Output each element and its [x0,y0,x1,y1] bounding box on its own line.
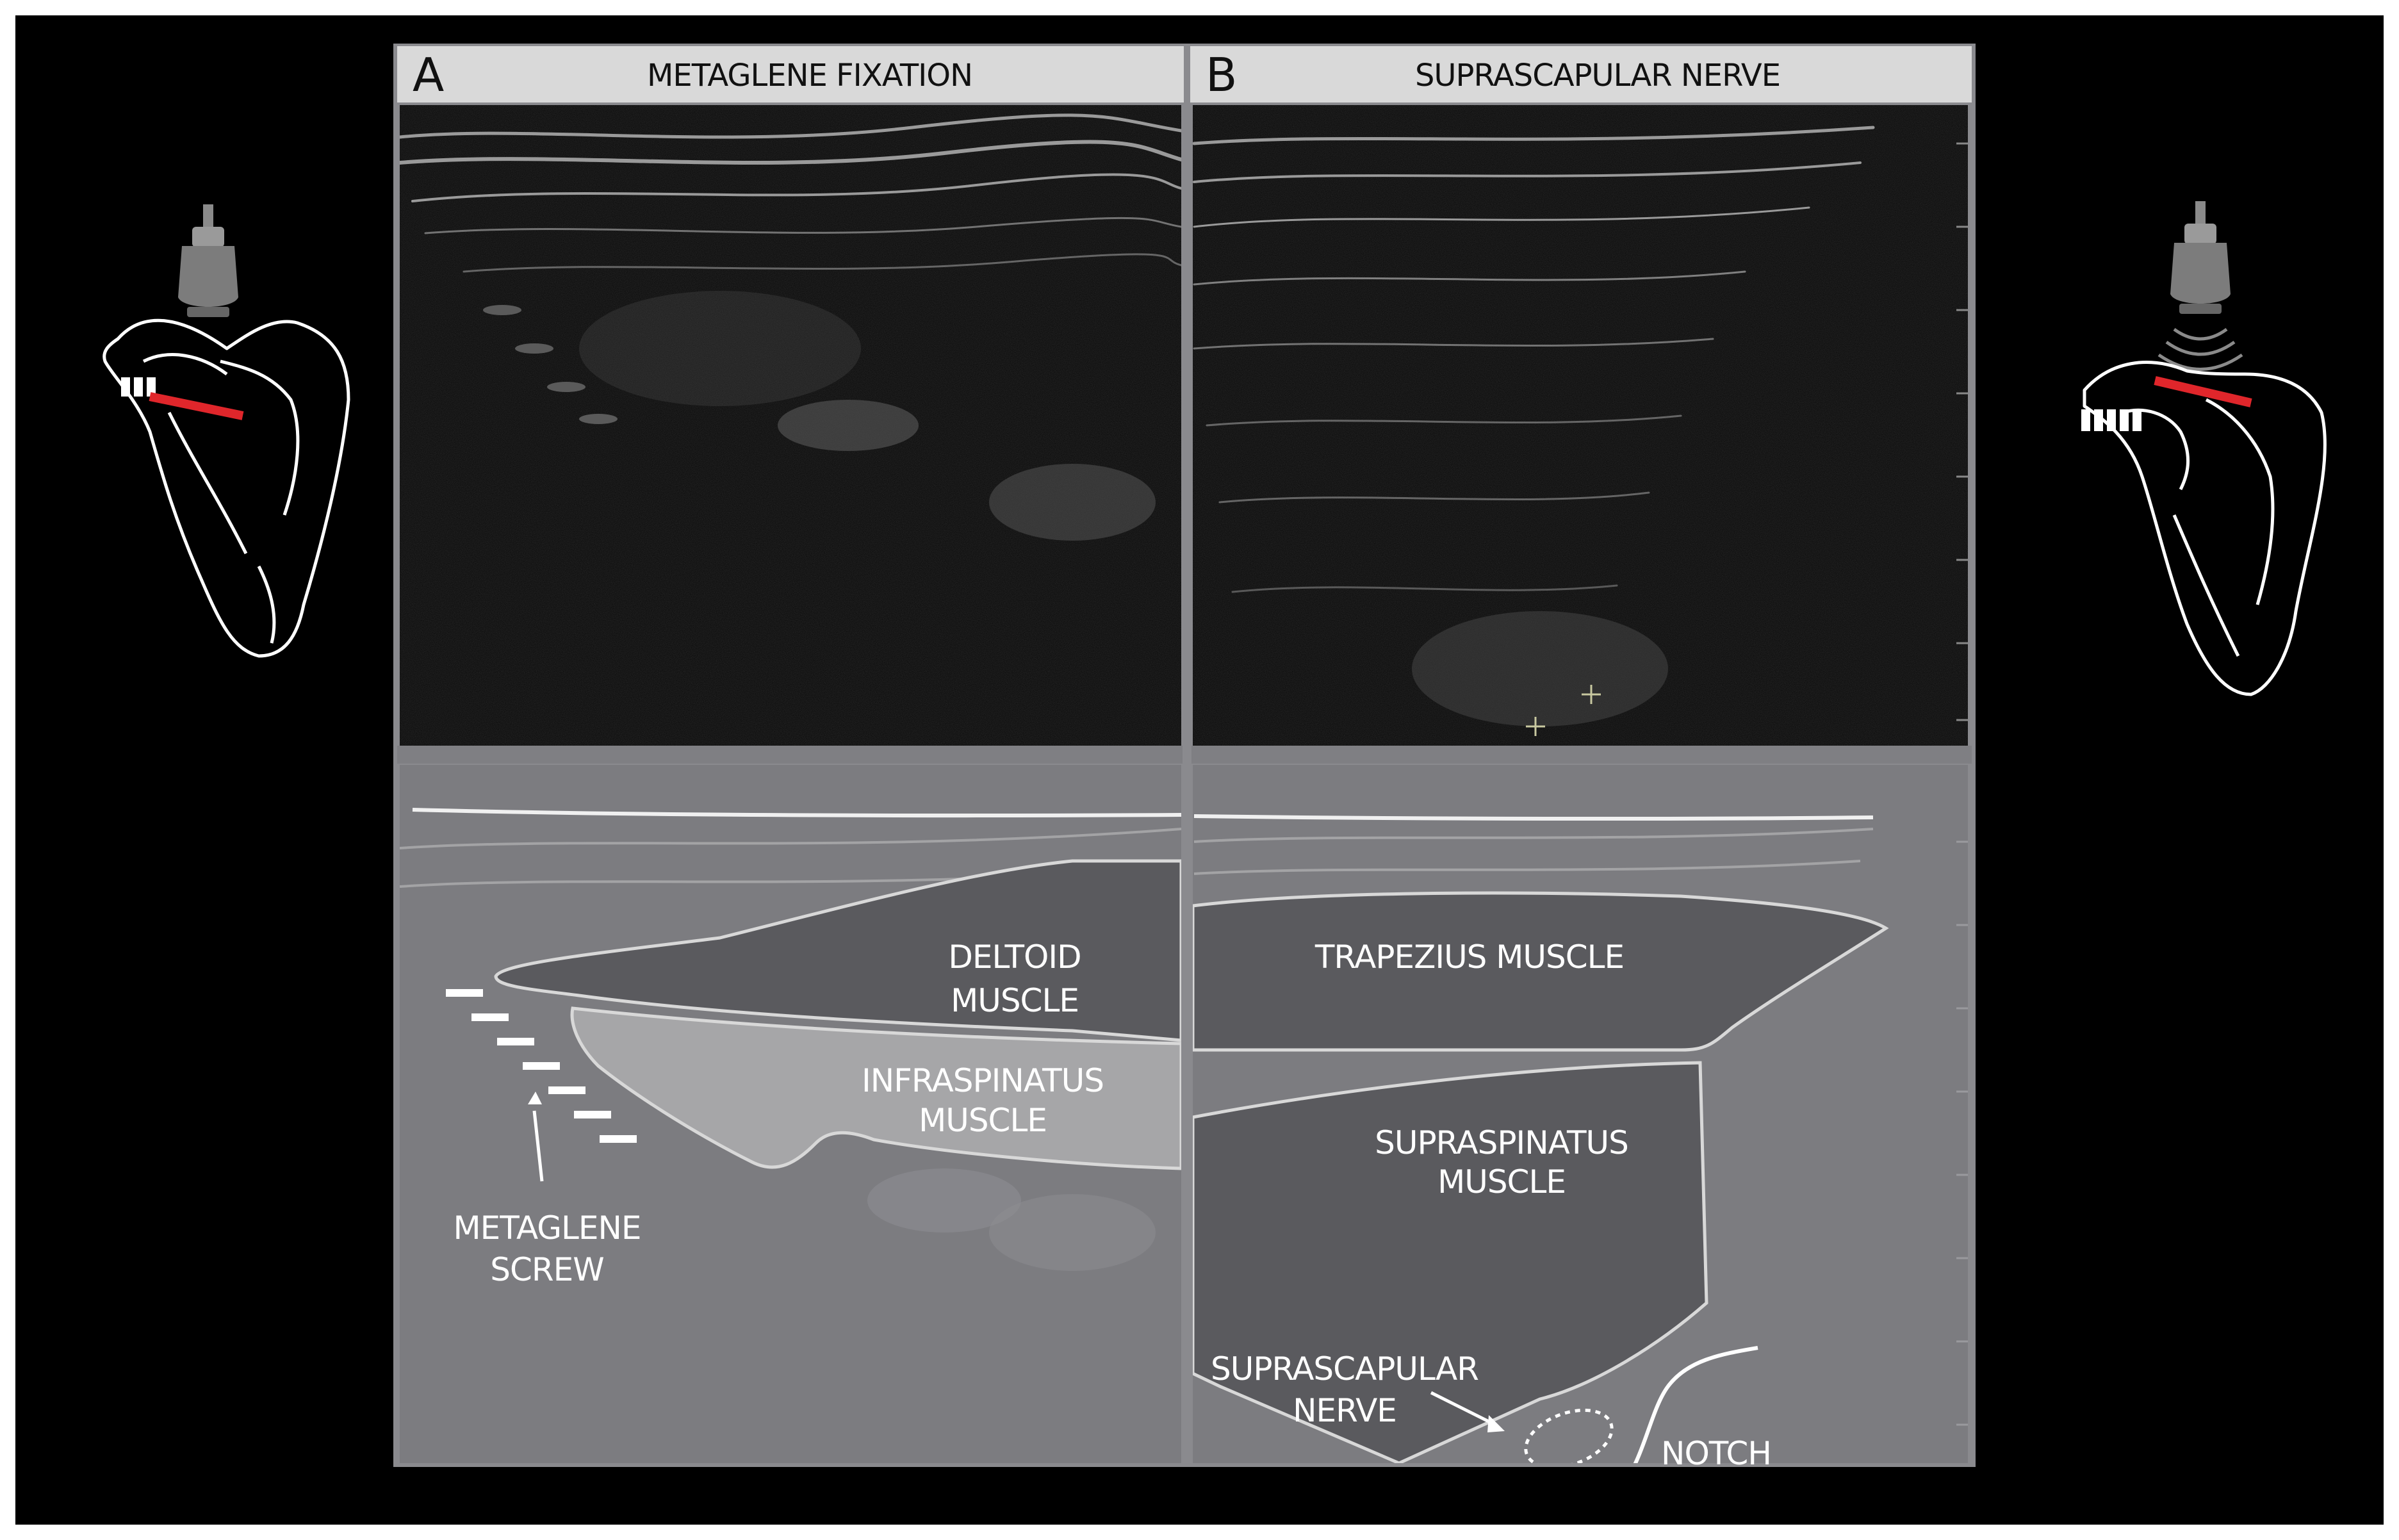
annotated-image-a [400,765,1181,1463]
scapula-illustration-right [2081,201,2327,696]
panel-letter-b: B [1206,48,1237,102]
header-bar-b [1190,46,1972,102]
scapula-illustration-left [102,204,350,658]
panel-title-a: METAGLENE FIXATION [647,58,972,94]
annotated-image-b [1193,765,1968,1463]
screw-arrow [528,1092,544,1182]
label-screw-1: METAGLENE [454,1209,641,1247]
label-nerve-1: SUPRASCAPULAR [1211,1350,1478,1388]
scapular-notch-line [1633,1346,1758,1463]
label-deltoid-1: DELTOID [948,938,1081,976]
label-supraspinatus-1: SUPRASPINATUS [1375,1124,1628,1161]
ultrasound-probe-left-icon [178,204,238,317]
header-bar-a [397,46,1184,102]
label-deltoid-2: MUSCLE [951,982,1079,1019]
label-supraspinatus-2: MUSCLE [1437,1163,1566,1200]
ultrasound-probe-right-icon [2157,201,2243,371]
label-trapezius: TRAPEZIUS MUSCLE [1314,938,1624,976]
probe-position-line-left [149,392,244,420]
label-screw-2: SCREW [490,1251,603,1288]
label-infraspinatus-1: INFRASPINATUS [862,1062,1104,1099]
label-nerve-2: NERVE [1293,1392,1396,1429]
figure-canvas: A METAGLENE FIXATION B SUPRASCAPULAR NER… [102,44,2327,1472]
panel-letter-a: A [413,48,444,102]
probe-position-line-right [2154,376,2252,407]
label-infraspinatus-2: MUSCLE [919,1102,1047,1139]
deltoid-muscle-region [494,859,1181,1042]
ultrasound-image-b [1193,105,1968,746]
metaglene-screw-threads [446,989,637,1143]
trapezius-muscle-region [1193,891,1889,1052]
nerve-arrow [1430,1391,1505,1432]
suprascapular-nerve-marker [1524,1408,1614,1463]
panel-title-b: SUPRASCAPULAR NERVE [1415,58,1780,94]
ultrasound-image-a [400,105,1181,746]
label-notch: NOTCH [1661,1435,1771,1472]
infraspinatus-muscle-region [570,1006,1181,1170]
supraspinatus-muscle-region [1193,1061,1708,1463]
caliper-markers [1526,685,1601,736]
figure-frame: A METAGLENE FIXATION B SUPRASCAPULAR NER… [15,15,2384,1525]
